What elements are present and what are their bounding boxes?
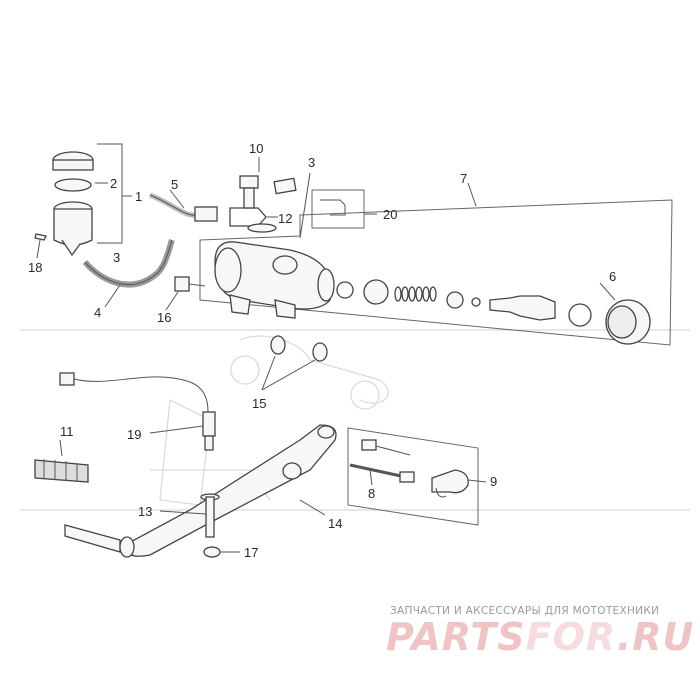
clevis-assembly-9 bbox=[361, 439, 487, 498]
switch-sensor-19 bbox=[59, 372, 216, 451]
watermark-tagline: ЗАПЧАСТИ И АКСЕССУАРЫ ДЛЯ МОТОТЕХНИКИ bbox=[390, 605, 660, 617]
watermark-brand-tail: .RU bbox=[616, 615, 695, 659]
rubber-boot-11 bbox=[34, 439, 89, 483]
switch-assembly-20 bbox=[311, 189, 377, 229]
pushrod-8 bbox=[349, 463, 415, 486]
watermark-brand-mid: FOR bbox=[525, 615, 617, 659]
washer-17 bbox=[203, 546, 240, 558]
hose-assembly bbox=[82, 192, 278, 288]
label-14: 14 bbox=[328, 516, 342, 531]
label-13: 13 bbox=[138, 504, 152, 519]
piston-kit-parts bbox=[336, 279, 651, 345]
label-15: 15 bbox=[252, 396, 266, 411]
frame-ghost-outline bbox=[20, 329, 690, 511]
label-9: 9 bbox=[490, 474, 497, 489]
leader-lines bbox=[104, 172, 616, 311]
label-10: 10 bbox=[249, 141, 263, 156]
pivot-pin-13 bbox=[159, 493, 220, 538]
assembly-box-9 bbox=[347, 427, 479, 526]
pedal-lever-14 bbox=[64, 424, 337, 558]
reservoir-assembly bbox=[34, 143, 132, 259]
label-4: 4 bbox=[94, 305, 101, 320]
label-7: 7 bbox=[460, 171, 467, 186]
label-18: 18 bbox=[28, 260, 42, 275]
label-8: 8 bbox=[368, 486, 375, 501]
label-19: 19 bbox=[127, 427, 141, 442]
label-5: 5 bbox=[171, 177, 178, 192]
spring bbox=[394, 286, 437, 302]
label-1: 1 bbox=[135, 189, 142, 204]
label-20: 20 bbox=[383, 207, 397, 222]
watermark-brand-main: PARTS bbox=[386, 615, 526, 659]
label-6: 6 bbox=[609, 269, 616, 284]
label-3-lower: 3 bbox=[113, 250, 120, 265]
master-cylinder-body bbox=[214, 241, 335, 319]
label-16: 16 bbox=[157, 310, 171, 325]
watermark-brand: PARTSFOR.RU bbox=[386, 615, 696, 659]
label-11: 11 bbox=[60, 424, 74, 439]
bolt-16 bbox=[174, 276, 206, 292]
label-17: 17 bbox=[244, 545, 258, 560]
label-2: 2 bbox=[110, 176, 117, 191]
part-number-labels: 1 2 3 3 4 5 6 7 8 9 10 11 12 13 14 15 16… bbox=[28, 141, 616, 560]
banjo-bolt-10 bbox=[239, 157, 297, 233]
label-12: 12 bbox=[278, 211, 292, 226]
label-3-upper: 3 bbox=[308, 155, 315, 170]
bushings-15 bbox=[261, 335, 328, 391]
